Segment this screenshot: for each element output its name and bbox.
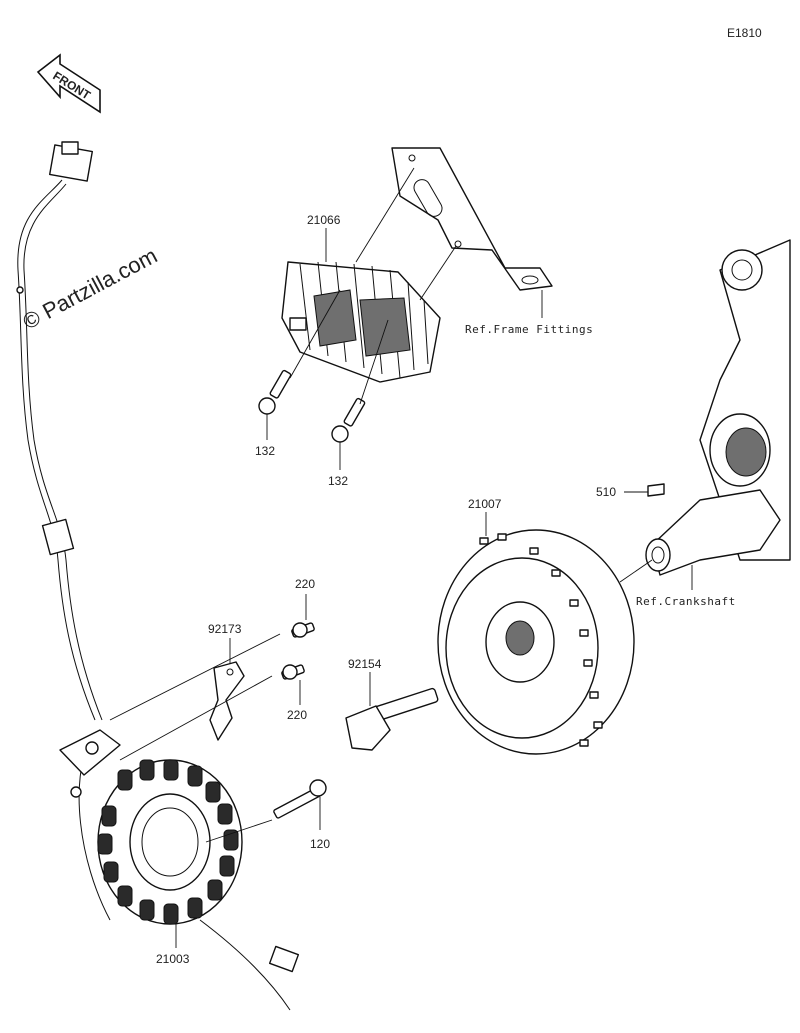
watermark: © Partzilla.com: [19, 243, 162, 335]
wiring-harness: [16, 141, 103, 721]
diagram-code: E1810: [727, 26, 762, 40]
label-510: 510: [596, 485, 616, 499]
label-220-upper: 220: [295, 577, 315, 591]
key-510: [647, 483, 665, 497]
leader-lines: [109, 167, 693, 948]
bolt-220-lower: [281, 664, 305, 680]
label-ref-crankshaft: Ref.Crankshaft: [636, 595, 736, 608]
part-labels: 21066 132 132 21007 510 92173 220 220 92…: [156, 213, 736, 966]
regulator-rectifier-21066: [281, 261, 441, 383]
label-92173: 92173: [208, 622, 242, 636]
bolt-132-right: [331, 397, 366, 443]
label-220-lower: 220: [287, 708, 307, 722]
label-ref-frame-fittings: Ref.Frame Fittings: [465, 323, 593, 336]
flywheel-rotor-21007: [437, 529, 635, 755]
bolt-92154: [345, 687, 439, 751]
label-21003: 21003: [156, 952, 190, 966]
label-120: 120: [310, 837, 330, 851]
label-21066: 21066: [307, 213, 341, 227]
frame-bracket: [391, 147, 553, 291]
bolt-120: [273, 779, 327, 819]
bolt-132-left: [258, 369, 292, 415]
label-21007: 21007: [468, 497, 502, 511]
crankshaft: [645, 239, 791, 576]
bolt-220-upper: [291, 622, 315, 638]
bracket-92173: [209, 661, 245, 741]
front-arrow-icon: FRONT: [36, 53, 101, 114]
label-132-right: 132: [328, 474, 348, 488]
label-132-left: 132: [255, 444, 275, 458]
stator-21003: [59, 729, 300, 1011]
label-92154: 92154: [348, 657, 382, 671]
